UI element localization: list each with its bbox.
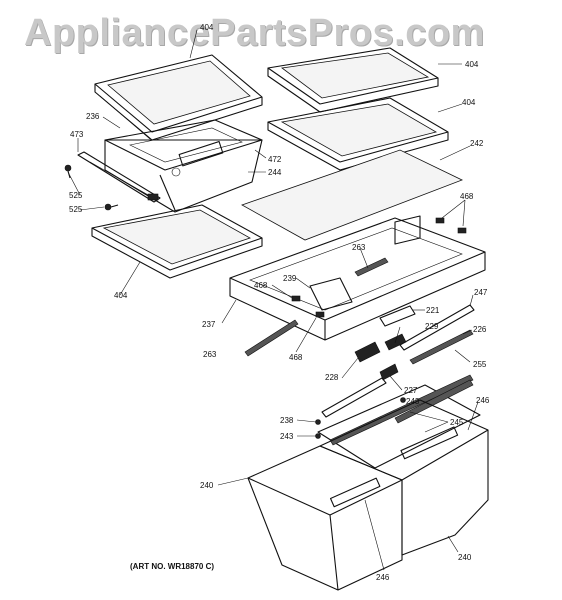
bracket-239-221: [309, 277, 416, 327]
callout-245: 245: [450, 418, 464, 427]
callout-240-left: 240: [200, 481, 214, 490]
callout-525-upper: 525: [69, 191, 83, 200]
callout-404-middle-right: 404: [462, 98, 476, 107]
dividers-228-229: [354, 333, 407, 381]
callout-246-bottom: 246: [376, 573, 390, 582]
callout-525-lower: 525: [69, 205, 83, 214]
shelf-404-lower-left: [91, 204, 263, 279]
callout-472: 472: [268, 155, 282, 164]
callout-229: 229: [425, 322, 439, 331]
callout-221: 221: [426, 306, 440, 315]
glass-panel-242: [241, 149, 464, 241]
shelf-404-top-right: [267, 47, 439, 113]
crisper-cover-245: [315, 374, 481, 469]
shelf-404-top-left: [94, 54, 263, 141]
callout-404-top-left: 404: [200, 23, 214, 32]
callout-243-right: 243: [406, 397, 420, 406]
frame-237: [229, 215, 486, 341]
callout-238: 238: [280, 416, 294, 425]
callout-404-top-right: 404: [465, 60, 479, 69]
callout-468-left: 468: [254, 281, 268, 290]
rails-247-226-255: [321, 304, 475, 418]
callout-242: 242: [470, 139, 484, 148]
crisper-bins-240: [247, 399, 489, 591]
screws-525: [64, 164, 119, 211]
callout-240-right: 240: [458, 553, 472, 562]
callout-247: 247: [474, 288, 488, 297]
callout-263-upper: 263: [352, 243, 366, 252]
callout-228: 228: [325, 373, 339, 382]
callout-468-right: 468: [460, 192, 474, 201]
callout-473: 473: [70, 130, 84, 139]
callout-244: 244: [268, 168, 282, 177]
leader-lines: [67, 29, 479, 571]
art-number: (ART NO. WR18870 C): [130, 562, 215, 571]
callout-404-lower-left: 404: [114, 291, 128, 300]
shelf-404-middle-right: [267, 97, 449, 171]
callout-227: 227: [404, 386, 418, 395]
rails-263: [244, 257, 389, 357]
callout-263-lower: 263: [203, 350, 217, 359]
callout-243-left: 243: [280, 432, 294, 441]
callout-237: 237: [202, 320, 216, 329]
callout-236: 236: [86, 112, 100, 121]
callout-468-bottom: 468: [289, 353, 303, 362]
callout-labels: 404 404 404 404 236 473 472 244 242 525 …: [69, 23, 490, 582]
callout-246-right: 246: [476, 396, 490, 405]
drawer-236: [104, 119, 263, 213]
callout-226: 226: [473, 325, 487, 334]
watermark: AppliancePartsPros.com: [24, 12, 485, 54]
callout-255: 255: [473, 360, 487, 369]
callout-239: 239: [283, 274, 297, 283]
rail-473: [77, 151, 161, 203]
